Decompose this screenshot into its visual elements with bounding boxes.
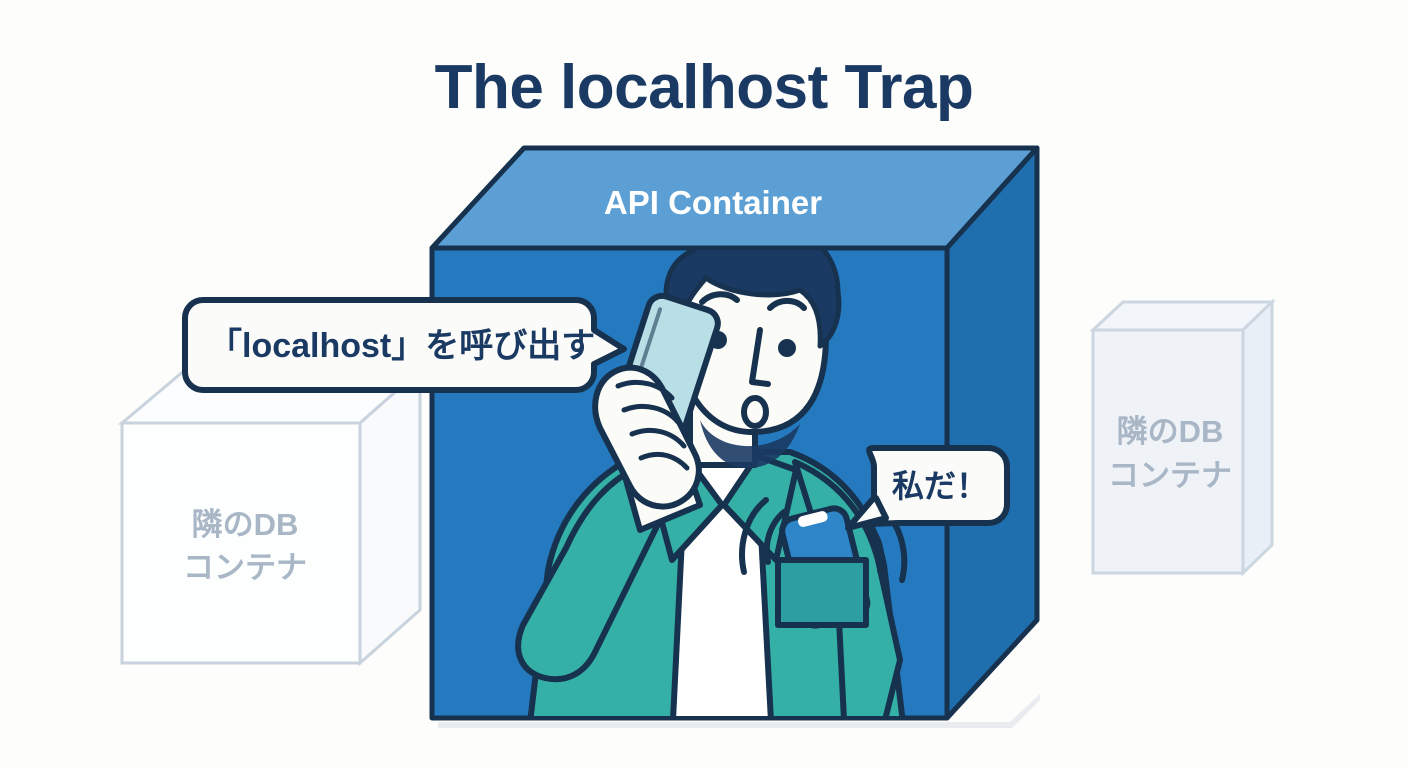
character-hand-fingers	[615, 380, 690, 471]
character-nose	[749, 327, 771, 387]
right-ghost-container: 隣のDB コンテナ	[1089, 298, 1276, 577]
pocket-phone-bubble-shape	[866, 445, 1010, 527]
api-container-side-face	[944, 145, 1040, 721]
character-hand	[592, 364, 702, 510]
left-ghost-side-face	[358, 366, 422, 667]
character-mouth	[741, 395, 769, 429]
right-ghost-top-face	[1089, 300, 1276, 332]
chest-pocket	[775, 557, 869, 628]
caller-bubble-text: 「localhost」を呼び出す	[208, 327, 595, 365]
api-container-shadow	[438, 694, 1040, 728]
api-container-label: API Container	[604, 184, 822, 221]
caller-bubble-shape	[182, 297, 627, 393]
page-title: The localhost Trap	[435, 53, 974, 122]
character-eye-right	[778, 339, 796, 357]
left-ghost-container: 隣のDB コンテナ	[117, 366, 424, 667]
pocket-phone-bubble-tail	[845, 495, 889, 531]
pocket-phone-bubble-text: 私だ！	[892, 468, 988, 504]
pocket-phone-bubble: 私だ！	[845, 445, 1010, 531]
pocket-phone-vibration-arcs-left	[739, 497, 787, 575]
character-eyebrow-left	[699, 291, 740, 305]
left-ghost-front-face	[120, 421, 362, 665]
character-arm-left	[515, 459, 663, 683]
right-ghost-side-face	[1241, 298, 1274, 577]
pocket-phone-notch	[797, 511, 828, 527]
character-jaw-shadow	[700, 420, 800, 468]
character-figure	[515, 250, 908, 716]
left-ghost-label-line1: 隣のDB	[192, 507, 299, 542]
right-ghost-label-line2: コンテナ	[1108, 458, 1232, 493]
left-ghost-label-line2: コンテナ	[183, 550, 307, 585]
caller-bubble: 「localhost」を呼び出す	[182, 297, 627, 393]
character-eyebrow-right	[767, 297, 807, 311]
character-hair	[663, 250, 842, 349]
right-ghost-label-line1: 隣のDB	[1117, 414, 1224, 449]
right-ghost-front-face	[1091, 328, 1245, 575]
